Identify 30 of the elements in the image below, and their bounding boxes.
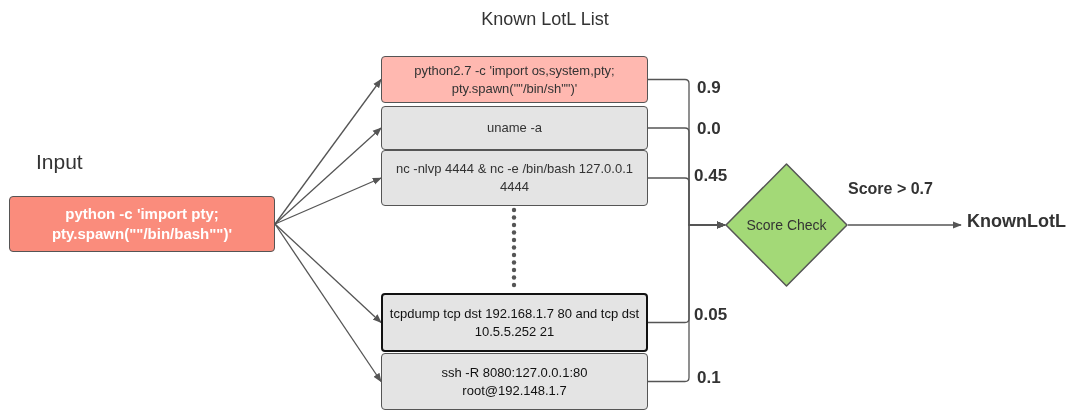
command-box [381,56,648,103]
command-box [9,196,275,252]
command-text: python -c 'import pty; pty.spawn(""/bin/bash"")' [50,203,234,244]
edge-label: 0.05 [694,305,728,325]
edge-label: 0.0 [697,119,721,139]
input-heading: Input [36,150,83,174]
command-box [381,106,648,150]
arrow [647,221,726,383]
output-label: KnownLotL [967,211,1066,232]
arrow [274,127,382,225]
arrow [847,221,962,229]
command-box [381,293,648,352]
diagram-title: Known LotL List [480,9,610,30]
diamond-label: Score Check [746,217,827,233]
edge-label: 0.1 [697,368,721,388]
command-text: tcpdump tcp dst 192.168.1.7 80 and tcp dst 10.5.5.252 21 [389,304,640,341]
arrow [274,177,382,225]
arrow [274,223,382,324]
command-text: uname -a [487,119,542,137]
edge-label: 0.9 [697,78,721,98]
edge-label: 0.45 [694,166,728,186]
command-box [381,150,648,206]
edge-label: Score > 0.7 [848,180,933,198]
arrow [274,223,382,383]
command-text: nc -nlvp 4444 & nc -e /bin/bash 127.0.0.1 4444 [394,160,634,196]
arrow [274,78,382,225]
decision-diamond [725,163,848,287]
command-text: python2.7 -c 'import os,system,pty; pty.spawn(""/bin/sh"")' [413,61,616,98]
command-box [381,353,648,410]
command-text: ssh -R 8080:127.0.0.1:80 root@192.148.1.7 [440,363,589,400]
